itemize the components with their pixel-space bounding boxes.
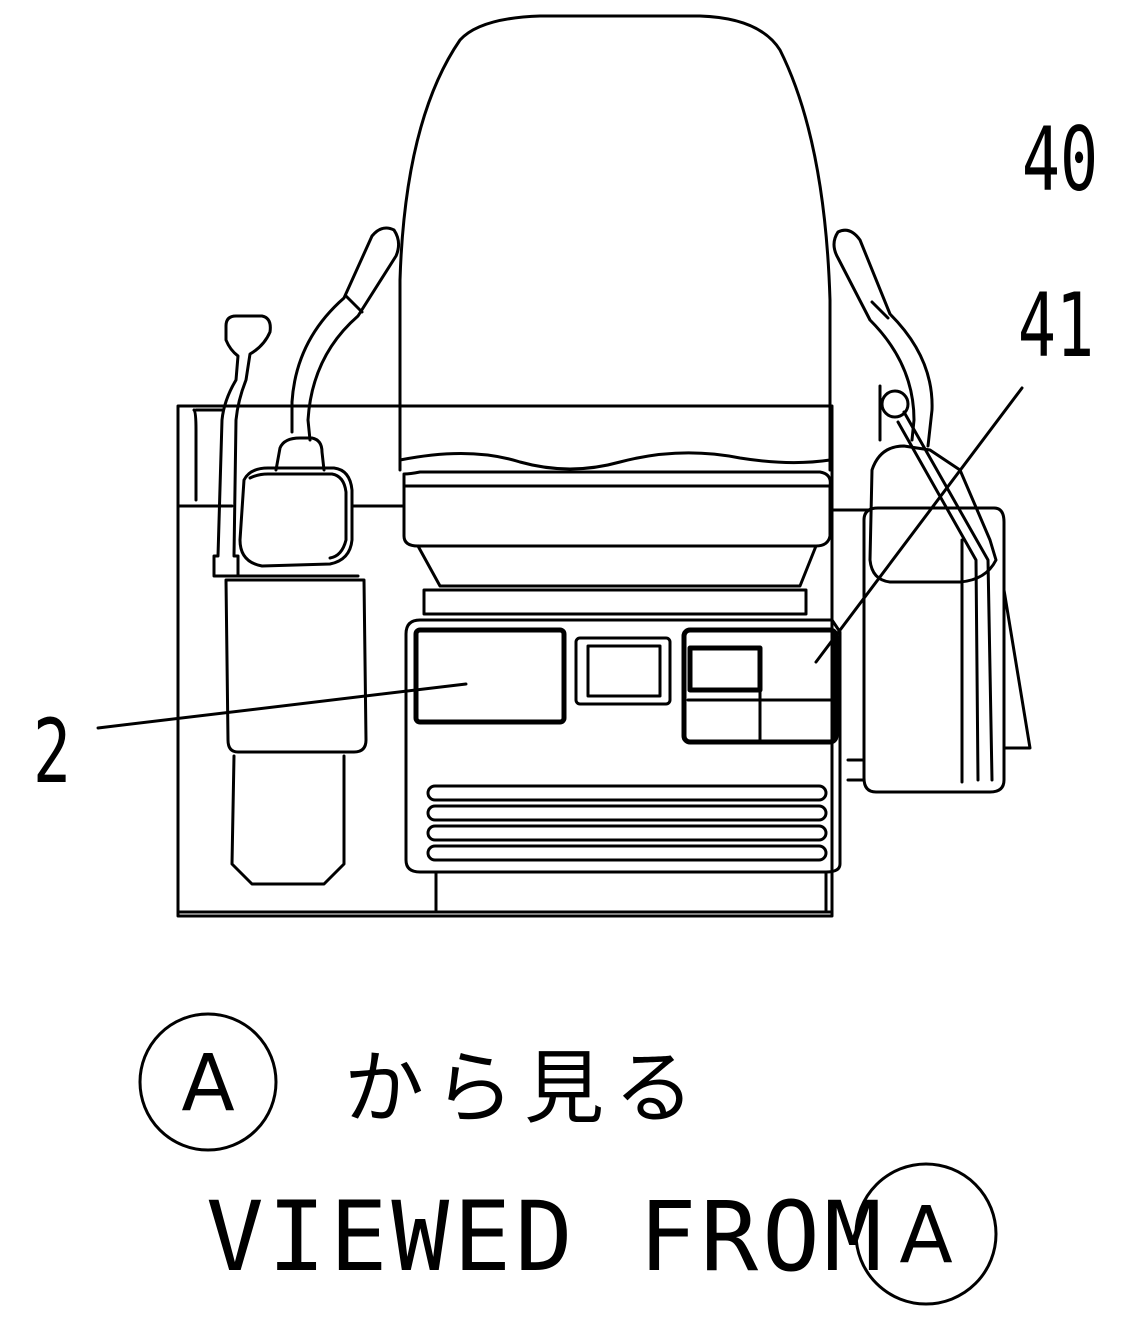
right-control-lever [878,384,994,784]
leader-line-41 [814,386,1024,664]
right-side-box [846,444,1032,794]
callout-2: 2 [33,702,71,804]
view-circle-icon [138,1012,278,1152]
left-armrest [290,226,401,442]
left-travel-lever [192,314,272,578]
vent-grille [426,784,828,862]
center-control-panel [404,618,842,912]
view-circle-icon-english [854,1162,998,1306]
callout-41: 41 [1018,276,1094,378]
right-armrest [832,228,934,448]
leader-line-2 [96,682,468,730]
view-letter-english: A [899,1191,952,1281]
left-control-console [224,436,368,886]
caption-english-text: VIEWED FROM [206,1181,886,1293]
seat-cushion [402,470,832,616]
leader-lines [96,386,1024,730]
callout-40: 40 [1022,110,1098,212]
platform-frame [176,404,872,918]
view-letter-japanese: A [181,1039,234,1129]
caption-japanese-text: から見る [344,1042,704,1135]
seat-backrest [398,14,832,472]
caption-english: VIEWED FROM A [206,1162,998,1306]
caption-japanese: A から見る [138,1012,704,1152]
